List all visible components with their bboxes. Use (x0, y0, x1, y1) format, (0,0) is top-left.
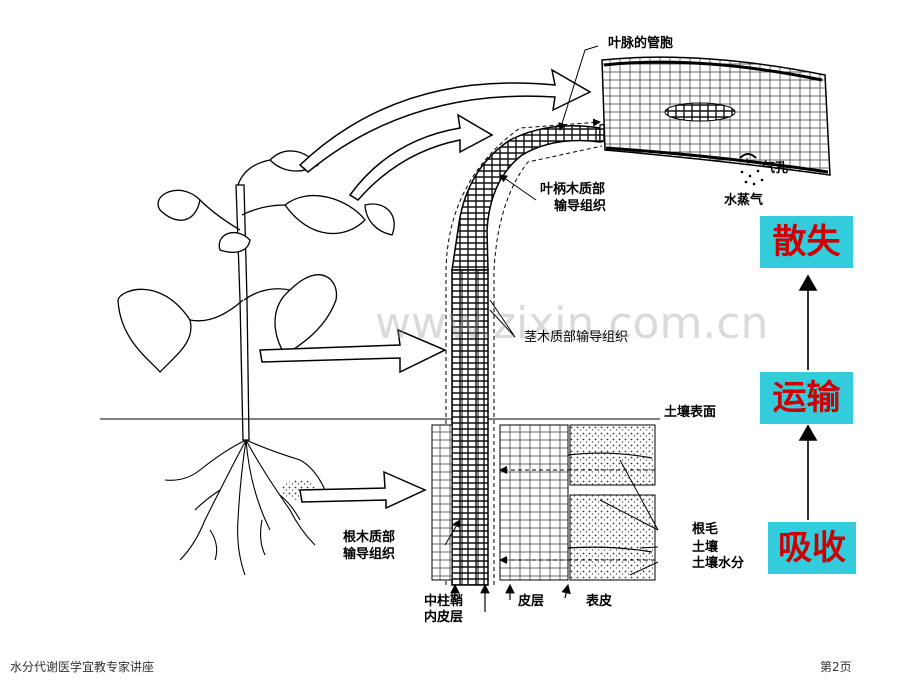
root-cross-section (431, 424, 656, 612)
label-root-hair: 根毛 (692, 522, 719, 537)
plant-branch (189, 299, 244, 322)
label-soil-water: 土壤水分 (692, 556, 745, 571)
stoma (739, 153, 757, 159)
plant-leaf (274, 274, 338, 356)
stem-xylem (451, 269, 489, 586)
plant-leaf (157, 189, 201, 221)
label-pericycle: 中柱鞘 (424, 594, 464, 609)
plant-branch (243, 288, 291, 301)
soil-block-lower (569, 494, 656, 581)
label-stoma: 气孔 (762, 161, 789, 176)
root-pericycle-cells (431, 424, 453, 581)
watermark: www.zixin.com.cn (375, 298, 769, 349)
arrow-petiole (348, 113, 494, 201)
leaf-vein-tracheids (664, 102, 736, 122)
label-epidermis: 表皮 (586, 594, 613, 609)
label-leaders (444, 45, 749, 576)
process-box-transport: 运输 (760, 372, 853, 424)
label-soil-surface: 土壤表面 (664, 405, 717, 420)
arrow-stem (259, 328, 447, 374)
plant-leaf (364, 203, 395, 236)
process-arrows (798, 274, 818, 520)
water-vapor-dots (740, 169, 764, 186)
plant-branch (199, 199, 241, 231)
plant-leaf (117, 288, 192, 373)
leaf-cross-section (601, 56, 831, 186)
label-water-vapor: 水蒸气 (724, 193, 764, 208)
plant-leaf (284, 194, 366, 235)
footer-title: 水分代谢医学宜教专家讲座 (10, 660, 155, 674)
label-stem-xylem: 茎木质部输导组织 (524, 330, 629, 345)
label-endodermis: 内皮层 (424, 610, 464, 625)
footer-page-number: 第2页 (820, 660, 852, 674)
plant-stem (235, 184, 250, 441)
soil-block-upper (569, 424, 656, 486)
arrow-leaf-to-tissue (298, 68, 592, 173)
label-root-xylem-2: 输导组织 (343, 547, 396, 562)
process-box-absorption: 吸收 (768, 522, 856, 574)
plant-roots (164, 439, 326, 576)
plant-leaf (218, 231, 251, 253)
label-petiole-xylem-1: 叶柄木质部 (540, 182, 606, 197)
label-petiole-xylem-2: 输导组织 (554, 199, 607, 214)
root-cortex-cells (499, 424, 569, 581)
label-leaf-vein-tracheids: 叶脉的管胞 (608, 36, 674, 51)
plant-branch (237, 159, 271, 186)
curved-arrows (259, 68, 592, 510)
plant-branch (241, 204, 286, 216)
arrow-root (299, 470, 427, 510)
label-soil: 土壤 (692, 540, 719, 555)
label-cortex: 皮层 (518, 594, 545, 609)
plant-illustration (117, 150, 395, 576)
process-box-loss: 散失 (760, 216, 853, 268)
label-root-xylem-1: 根木质部 (343, 530, 396, 545)
